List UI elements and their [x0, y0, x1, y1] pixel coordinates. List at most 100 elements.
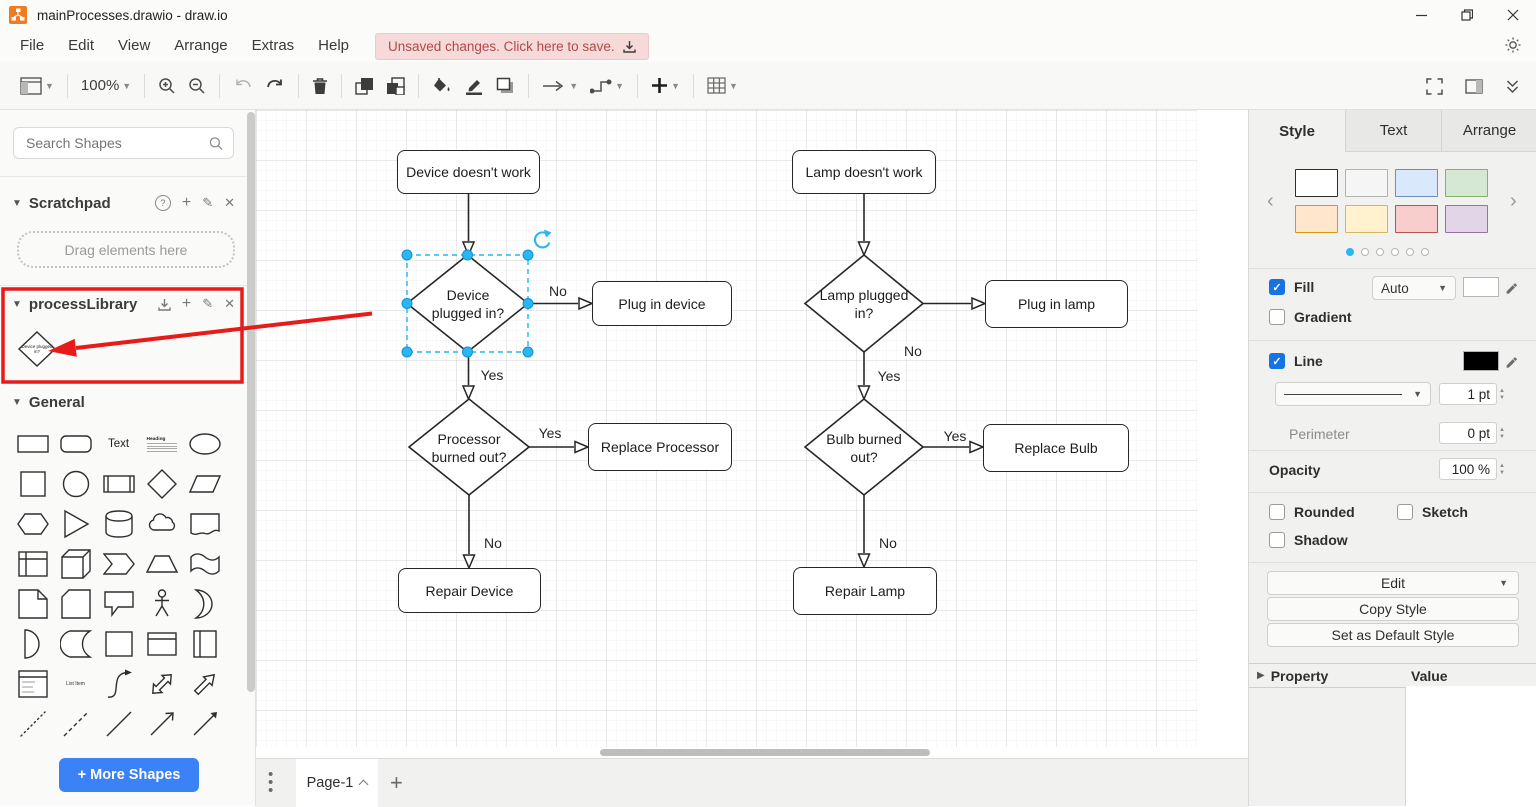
search-input[interactable]	[24, 134, 209, 152]
zoom-in-button[interactable]	[152, 70, 182, 102]
swatch-prev-icon[interactable]: ‹	[1267, 190, 1274, 212]
fullscreen-button[interactable]	[1420, 70, 1449, 102]
zoom-dropdown[interactable]: 100% ▼	[75, 70, 137, 102]
perimeter-stepper[interactable]: ▲▼	[1499, 426, 1505, 440]
swatch-gray[interactable]	[1345, 169, 1388, 197]
shape-step[interactable]	[101, 547, 137, 581]
gradient-checkbox[interactable]	[1269, 309, 1285, 325]
diagram-canvas[interactable]: Device doesn't work Plug in device Repla…	[256, 110, 1248, 758]
opacity-stepper[interactable]: ▲▼	[1499, 462, 1505, 476]
shape-list[interactable]	[15, 667, 51, 701]
opacity-input[interactable]: 100 %	[1439, 458, 1497, 480]
tab-text[interactable]: Text	[1345, 110, 1441, 152]
expand-triangle-icon[interactable]: ▶	[1257, 670, 1265, 681]
shape-bidirectional-arrow[interactable]	[144, 667, 180, 701]
node-repair-device[interactable]: Repair Device	[398, 568, 541, 613]
shape-text[interactable]: Text	[101, 427, 137, 461]
node-bulb-burned-out-label[interactable]: Bulb burned out?	[826, 430, 902, 465]
zoom-out-button[interactable]	[182, 70, 212, 102]
edit-icon[interactable]: ✎	[202, 296, 214, 311]
rotate-handle-icon[interactable]	[533, 229, 552, 249]
connection-button[interactable]: ▼	[536, 70, 584, 102]
shape-ellipse[interactable]	[187, 427, 223, 461]
page-tab[interactable]: Page-1	[296, 759, 378, 807]
shape-link[interactable]	[144, 707, 180, 741]
shape-parallelogram[interactable]	[187, 467, 223, 501]
search-shapes-box[interactable]	[13, 127, 234, 159]
minimize-button[interactable]	[1398, 0, 1444, 30]
sidebar-scrollbar-thumb[interactable]	[247, 112, 255, 692]
node-bulb-burned-out-shape[interactable]	[803, 397, 925, 497]
node-lamp-doesnt-work[interactable]: Lamp doesn't work	[792, 150, 936, 194]
shape-cloud[interactable]	[144, 507, 180, 541]
shape-callout[interactable]	[101, 587, 137, 621]
shape-card[interactable]	[58, 587, 94, 621]
edge-label-device-no[interactable]: No	[547, 283, 569, 299]
edit-style-button[interactable]: Edit ▼	[1267, 571, 1519, 595]
swatch-yellow[interactable]	[1345, 205, 1388, 233]
edge-label-lamp-yes[interactable]: Yes	[875, 368, 903, 384]
edge-label-bulb-no[interactable]: No	[877, 535, 899, 551]
help-icon[interactable]: ?	[154, 195, 171, 211]
swatch-blue[interactable]	[1395, 169, 1438, 197]
tab-style[interactable]: Style	[1249, 110, 1345, 152]
fill-color-button[interactable]	[426, 70, 458, 102]
edge-label-device-yes[interactable]: Yes	[478, 367, 506, 383]
more-shapes-button[interactable]: + More Shapes	[59, 758, 199, 792]
collapse-toolbar-button[interactable]	[1499, 70, 1526, 102]
swatch-purple[interactable]	[1445, 205, 1488, 233]
add-icon[interactable]: +	[181, 194, 192, 211]
shape-document[interactable]	[187, 507, 223, 541]
node-replace-processor[interactable]: Replace Processor	[588, 423, 732, 471]
shape-textbox[interactable]: Heading	[144, 427, 180, 461]
close-icon[interactable]: ✕	[224, 296, 235, 311]
shape-or[interactable]	[187, 587, 223, 621]
node-plug-in-lamp[interactable]: Plug in lamp	[985, 280, 1128, 328]
close-icon[interactable]: ✕	[224, 195, 235, 210]
general-section-header[interactable]: ▼ General	[0, 391, 247, 413]
shape-and[interactable]	[15, 627, 51, 661]
shape-square[interactable]	[15, 467, 51, 501]
swatch-green[interactable]	[1445, 169, 1488, 197]
sidebar-scrollbar[interactable]	[247, 112, 255, 804]
node-device-doesnt-work[interactable]: Device doesn't work	[397, 150, 540, 194]
scratchpad-section-header[interactable]: ▼ Scratchpad ? + ✎ ✕	[0, 192, 247, 214]
download-icon[interactable]	[158, 298, 171, 311]
node-repair-lamp[interactable]: Repair Lamp	[793, 567, 937, 615]
shape-circle[interactable]	[58, 467, 94, 501]
node-processor-burned-out-shape[interactable]	[407, 397, 531, 497]
edit-icon[interactable]: ✎	[202, 195, 214, 210]
shape-container[interactable]	[101, 627, 137, 661]
delete-button[interactable]	[306, 70, 334, 102]
shape-line[interactable]	[101, 707, 137, 741]
sketch-checkbox[interactable]	[1397, 504, 1413, 520]
add-icon[interactable]: +	[181, 295, 192, 312]
shadow-button[interactable]	[490, 70, 521, 102]
to-back-button[interactable]	[380, 70, 411, 102]
menu-arrange[interactable]: Arrange	[174, 37, 228, 54]
line-style-select[interactable]: ▼	[1275, 382, 1431, 406]
edge-label-lamp-no[interactable]: No	[902, 343, 924, 359]
swatch-pagination-dots[interactable]	[1346, 248, 1429, 256]
node-processor-burned-out-label[interactable]: Processor burned out?	[431, 430, 507, 465]
edge-label-bulb-yes[interactable]: Yes	[941, 428, 969, 444]
insert-button[interactable]: ▼	[645, 70, 686, 102]
rounded-checkbox[interactable]	[1269, 504, 1285, 520]
shape-rectangle[interactable]	[15, 427, 51, 461]
swatch-next-icon[interactable]: ›	[1510, 190, 1517, 212]
table-button[interactable]: ▼	[701, 70, 744, 102]
horizontal-scrollbar[interactable]	[600, 749, 930, 756]
menu-help[interactable]: Help	[318, 37, 350, 54]
shape-cube[interactable]	[58, 547, 94, 581]
shape-trapezoid[interactable]	[144, 547, 180, 581]
set-default-style-button[interactable]: Set as Default Style	[1267, 623, 1519, 647]
perimeter-input[interactable]: 0 pt	[1439, 422, 1497, 444]
line-width-input[interactable]: 1 pt	[1439, 383, 1497, 405]
menu-extras[interactable]: Extras	[251, 37, 295, 54]
pages-menu-icon[interactable]: •••	[268, 766, 274, 799]
add-page-button[interactable]: +	[390, 770, 403, 795]
view-toggle-button[interactable]: ▼	[14, 70, 60, 102]
node-device-plugged-in-label[interactable]: Device plugged in?	[431, 286, 505, 321]
line-color-button[interactable]	[458, 70, 490, 102]
edge-label-processor-no[interactable]: No	[482, 535, 504, 551]
